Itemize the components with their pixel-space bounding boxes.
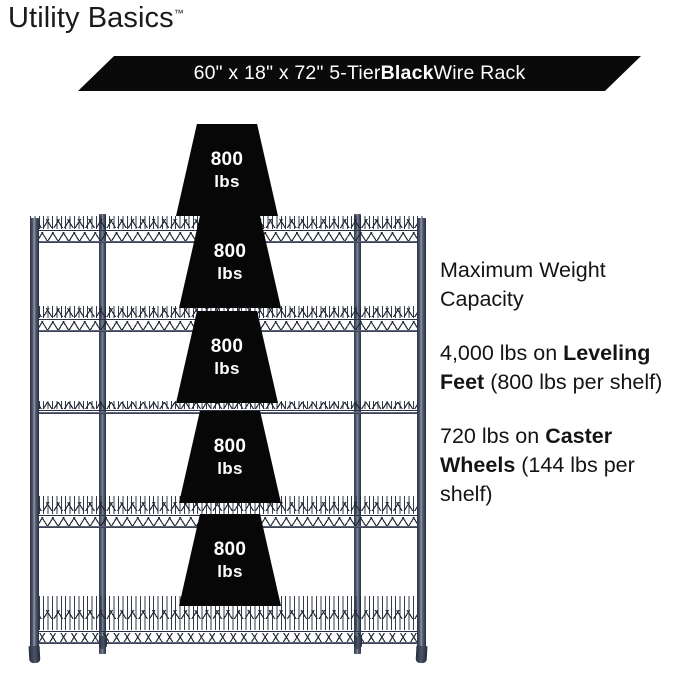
shelf-rail-3 (34, 410, 422, 411)
caster-lead: 720 lbs on (440, 424, 546, 449)
caster-wheels-capacity: 720 lbs on Caster Wheels (144 lbs per sh… (440, 422, 679, 508)
leveling-tail: (800 lbs per shelf) (484, 369, 663, 394)
leveling-foot-front-left (28, 645, 41, 664)
leveling-feet-capacity: 4,000 lbs on Leveling Feet (800 lbs per … (440, 339, 679, 396)
capacity-heading: Maximum Weight Capacity (440, 258, 606, 311)
badge-unit-1: lbs (214, 172, 240, 192)
shelf-rail-5 (32, 631, 424, 632)
trademark-symbol: ™ (173, 8, 184, 20)
shelf-front-truss-5 (34, 633, 422, 642)
rack-post-rear-right (354, 214, 361, 654)
badge-unit-2: lbs (217, 264, 243, 284)
rack-post-front-left (30, 218, 39, 650)
badge-value-5: 800 (213, 538, 247, 560)
leveling-foot-rear-left (99, 636, 107, 649)
brand-logo: Utility Basics™ (8, 2, 184, 35)
caster-tail: (144 lbs per shelf) (440, 452, 635, 506)
rack-post-front-right (417, 218, 426, 650)
capacity-badge-4: 800 lbs (179, 411, 281, 503)
banner-suffix: Wire Rack (433, 61, 526, 84)
shelf-truss-5 (30, 610, 426, 619)
brand-name: Utility Basics (8, 2, 174, 34)
shelf-deck-3 (30, 401, 426, 409)
product-title-banner: 60" x 18" x 72" 5-Tier Black Wire Rack (78, 56, 641, 91)
badge-value-4: 800 (213, 435, 247, 457)
shelf-truss-4 (30, 502, 426, 511)
rack-post-rear-left (99, 214, 106, 654)
banner-emphasis: Black (380, 61, 434, 84)
shelf-truss-3 (30, 402, 426, 409)
capacity-info-block: Maximum Weight Capacity 4,000 lbs on Lev… (440, 256, 679, 508)
banner-title-text: 60" x 18" x 72" 5-Tier Black Wire Rack (78, 56, 641, 91)
leveling-foot-front-right (415, 645, 428, 664)
badge-unit-4: lbs (217, 459, 243, 479)
caster-emphasis: Caster Wheels (440, 424, 613, 477)
banner-prefix: 60" x 18" x 72" 5-Tier (193, 61, 381, 84)
banner-background-shape (78, 56, 641, 91)
shelf-deck-4 (30, 496, 426, 514)
shelf-edge-5 (34, 642, 422, 644)
badge-value-3: 800 (210, 335, 244, 357)
badge-unit-5: lbs (217, 562, 243, 582)
leveling-emphasis: Leveling Feet (440, 341, 651, 394)
badge-unit-3: lbs (214, 359, 240, 379)
badge-value-1: 800 (210, 148, 244, 170)
leveling-lead: 4,000 lbs on (440, 341, 564, 366)
badge-value-2: 800 (213, 240, 247, 262)
leveling-foot-rear-right (354, 636, 362, 649)
wire-rack-illustration: 800 lbs 800 lbs 800 lbs 800 lbs 800 lbs (24, 124, 432, 666)
capacity-badge-1: 800 lbs (176, 124, 278, 216)
